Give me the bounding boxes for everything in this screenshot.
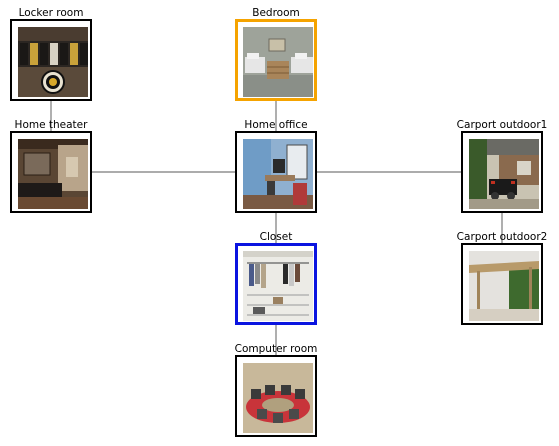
node-frame (10, 19, 92, 101)
node-frame (235, 131, 317, 213)
node-home-office[interactable]: Home office (235, 119, 317, 213)
bedroom-photo (243, 27, 313, 97)
node-frame-highlighted (235, 19, 317, 101)
node-carport-outdoor1[interactable]: Carport outdoor1 (457, 119, 547, 213)
home-theater-photo (18, 139, 88, 209)
node-label: Carport outdoor1 (456, 119, 548, 131)
node-frame (10, 131, 92, 213)
node-label: Bedroom (252, 7, 300, 19)
node-frame (235, 355, 317, 437)
closet-photo (243, 251, 313, 321)
carport-outdoor1-photo (469, 139, 539, 209)
node-home-theater[interactable]: Home theater (10, 119, 92, 213)
node-label: Locker room (18, 7, 84, 19)
node-computer-room[interactable]: Computer room (235, 343, 317, 437)
node-frame (461, 243, 543, 325)
node-label: Home theater (14, 119, 88, 131)
node-label: Closet (259, 231, 293, 243)
node-bedroom[interactable]: Bedroom (235, 7, 317, 101)
node-label: Carport outdoor2 (456, 231, 548, 243)
node-locker-room[interactable]: Locker room (10, 7, 92, 101)
node-label: Home office (244, 119, 308, 131)
computer-room-photo (243, 363, 313, 433)
node-carport-outdoor2[interactable]: Carport outdoor2 (457, 231, 547, 325)
carport-outdoor2-photo (469, 251, 539, 321)
home-office-photo (243, 139, 313, 209)
node-label: Computer room (234, 343, 318, 355)
node-closet[interactable]: Closet (235, 231, 317, 325)
locker-room-photo (18, 27, 88, 97)
node-frame (461, 131, 543, 213)
node-frame-highlighted (235, 243, 317, 325)
